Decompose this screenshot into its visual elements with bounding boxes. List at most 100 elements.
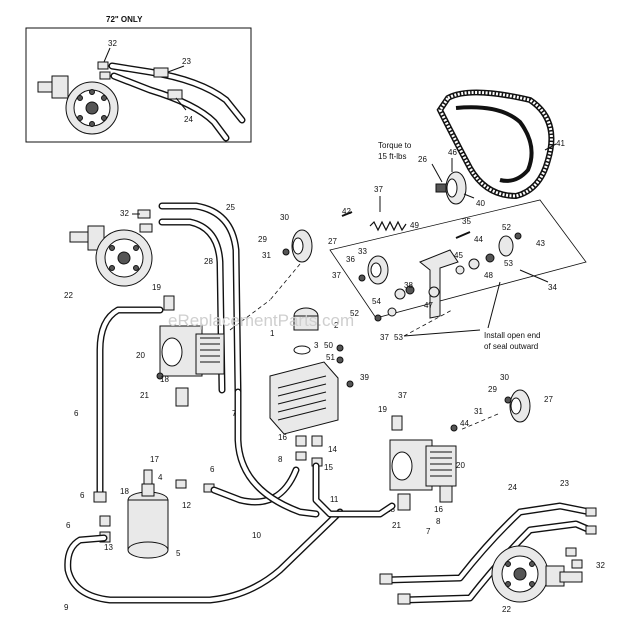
callout-30-a: 30 bbox=[280, 213, 289, 222]
idler-assembly-panel bbox=[329, 199, 587, 322]
idler-pulley-33 bbox=[367, 255, 389, 285]
cooler-fittings bbox=[295, 435, 323, 467]
callout-30-b: 30 bbox=[500, 373, 509, 382]
callout-47: 47 bbox=[424, 301, 433, 310]
drive-belt bbox=[436, 89, 555, 200]
callout-13: 13 bbox=[104, 543, 113, 552]
callout-6-d: 6 bbox=[66, 521, 71, 530]
callout-25: 25 bbox=[226, 203, 235, 212]
idler-bracket bbox=[419, 249, 459, 319]
callout-27-a: 27 bbox=[328, 237, 337, 246]
inset-wheel-motor bbox=[37, 61, 119, 135]
callout-28: 28 bbox=[204, 257, 213, 266]
hoses-25-28 bbox=[158, 202, 242, 396]
callout-6-c: 6 bbox=[80, 491, 85, 500]
callout-38: 38 bbox=[404, 281, 413, 290]
pump-pulley-upper bbox=[282, 229, 313, 263]
torque-note-line2: 15 ft-lbs bbox=[378, 152, 406, 161]
callout-19-b: 19 bbox=[378, 405, 387, 414]
callout-22-b: 22 bbox=[502, 605, 511, 614]
callout-7-b: 7 bbox=[426, 527, 431, 536]
callout-37-b: 37 bbox=[332, 271, 341, 280]
callout-34: 34 bbox=[548, 283, 557, 292]
hydraulic-reservoir bbox=[99, 469, 215, 559]
callout-18-a: 18 bbox=[160, 375, 169, 384]
callout-31-b: 31 bbox=[474, 407, 483, 416]
spring-49 bbox=[369, 220, 407, 232]
callout-15: 15 bbox=[324, 463, 333, 472]
callout-17: 17 bbox=[150, 455, 159, 464]
pump-pulley-right bbox=[504, 389, 531, 423]
callout-48: 48 bbox=[484, 271, 493, 280]
callout-32-b: 32 bbox=[120, 209, 129, 218]
callout-8-b: 8 bbox=[436, 517, 441, 526]
callout-9: 9 bbox=[64, 603, 69, 612]
callout-37-a: 37 bbox=[374, 185, 383, 194]
callout-12: 12 bbox=[182, 501, 191, 510]
callout-37-d: 37 bbox=[398, 391, 407, 400]
callout-40: 40 bbox=[476, 199, 485, 208]
callout-3: 3 bbox=[314, 341, 319, 350]
pulley-40 bbox=[435, 171, 467, 205]
callout-8-a: 8 bbox=[278, 455, 283, 464]
callout-22-a: 22 bbox=[64, 291, 73, 300]
callout-24-b: 24 bbox=[508, 483, 517, 492]
callout-2: 2 bbox=[334, 321, 339, 330]
callout-44-a: 44 bbox=[474, 235, 483, 244]
callout-14: 14 bbox=[328, 445, 337, 454]
callout-52-a: 52 bbox=[502, 223, 511, 232]
inset-72-only: 72" ONLY 32 23 24 bbox=[25, 15, 252, 143]
callout-1: 1 bbox=[270, 329, 275, 338]
callout-6-a: 6 bbox=[74, 409, 79, 418]
callout-24: 24 bbox=[184, 115, 193, 124]
oil-cooler bbox=[269, 307, 354, 435]
callout-31-a: 31 bbox=[262, 251, 271, 260]
callout-32-c: 32 bbox=[596, 561, 605, 570]
install-note-line2: of seal outward bbox=[484, 342, 538, 351]
callout-10: 10 bbox=[252, 531, 261, 540]
callout-26: 26 bbox=[418, 155, 427, 164]
callout-23: 23 bbox=[182, 57, 191, 66]
callout-54: 54 bbox=[372, 297, 381, 306]
hydraulic-pump-right bbox=[389, 415, 458, 511]
callout-39: 39 bbox=[360, 373, 369, 382]
hydraulic-pump-left bbox=[156, 295, 225, 407]
callout-29-b: 29 bbox=[488, 385, 497, 394]
callout-21-a: 21 bbox=[140, 391, 149, 400]
callout-42: 42 bbox=[342, 207, 351, 216]
callout-51: 51 bbox=[326, 353, 335, 362]
callout-43: 43 bbox=[536, 239, 545, 248]
callout-36: 36 bbox=[346, 255, 355, 264]
idler-hardware bbox=[341, 211, 522, 322]
callout-19-a: 19 bbox=[152, 283, 161, 292]
callout-20-b: 20 bbox=[456, 461, 465, 470]
callout-35: 35 bbox=[462, 217, 471, 226]
callout-16-a: 16 bbox=[278, 433, 287, 442]
callout-23-b: 23 bbox=[560, 479, 569, 488]
callout-21-b: 21 bbox=[392, 521, 401, 530]
callout-53: 53 bbox=[504, 259, 513, 268]
callout-11: 11 bbox=[330, 495, 339, 504]
callout-6-b: 6 bbox=[210, 465, 215, 474]
callout-46: 46 bbox=[448, 148, 457, 157]
callout-4: 4 bbox=[158, 473, 163, 482]
callout-50: 50 bbox=[324, 341, 333, 350]
callout-16-b: 16 bbox=[434, 505, 443, 514]
callout-53-b: 53 bbox=[394, 333, 403, 342]
callout-41: 41 bbox=[556, 139, 565, 148]
callout-33: 33 bbox=[358, 247, 367, 256]
watermark: eReplacementParts.com bbox=[168, 311, 354, 330]
callout-52-b: 52 bbox=[350, 309, 359, 318]
wheel-motor-right bbox=[491, 545, 583, 603]
wheel-motor-left bbox=[69, 209, 153, 287]
hose-6-left bbox=[93, 306, 164, 503]
inset-hoses bbox=[108, 62, 246, 142]
callout-45: 45 bbox=[454, 251, 463, 260]
callout-44-b: 44 bbox=[460, 419, 469, 428]
callout-29-a: 29 bbox=[258, 235, 267, 244]
install-note-line1: Install open end bbox=[484, 331, 541, 340]
hose-11 bbox=[234, 388, 396, 518]
inset-title: 72" ONLY bbox=[106, 15, 143, 24]
callout-27-b: 27 bbox=[544, 395, 553, 404]
